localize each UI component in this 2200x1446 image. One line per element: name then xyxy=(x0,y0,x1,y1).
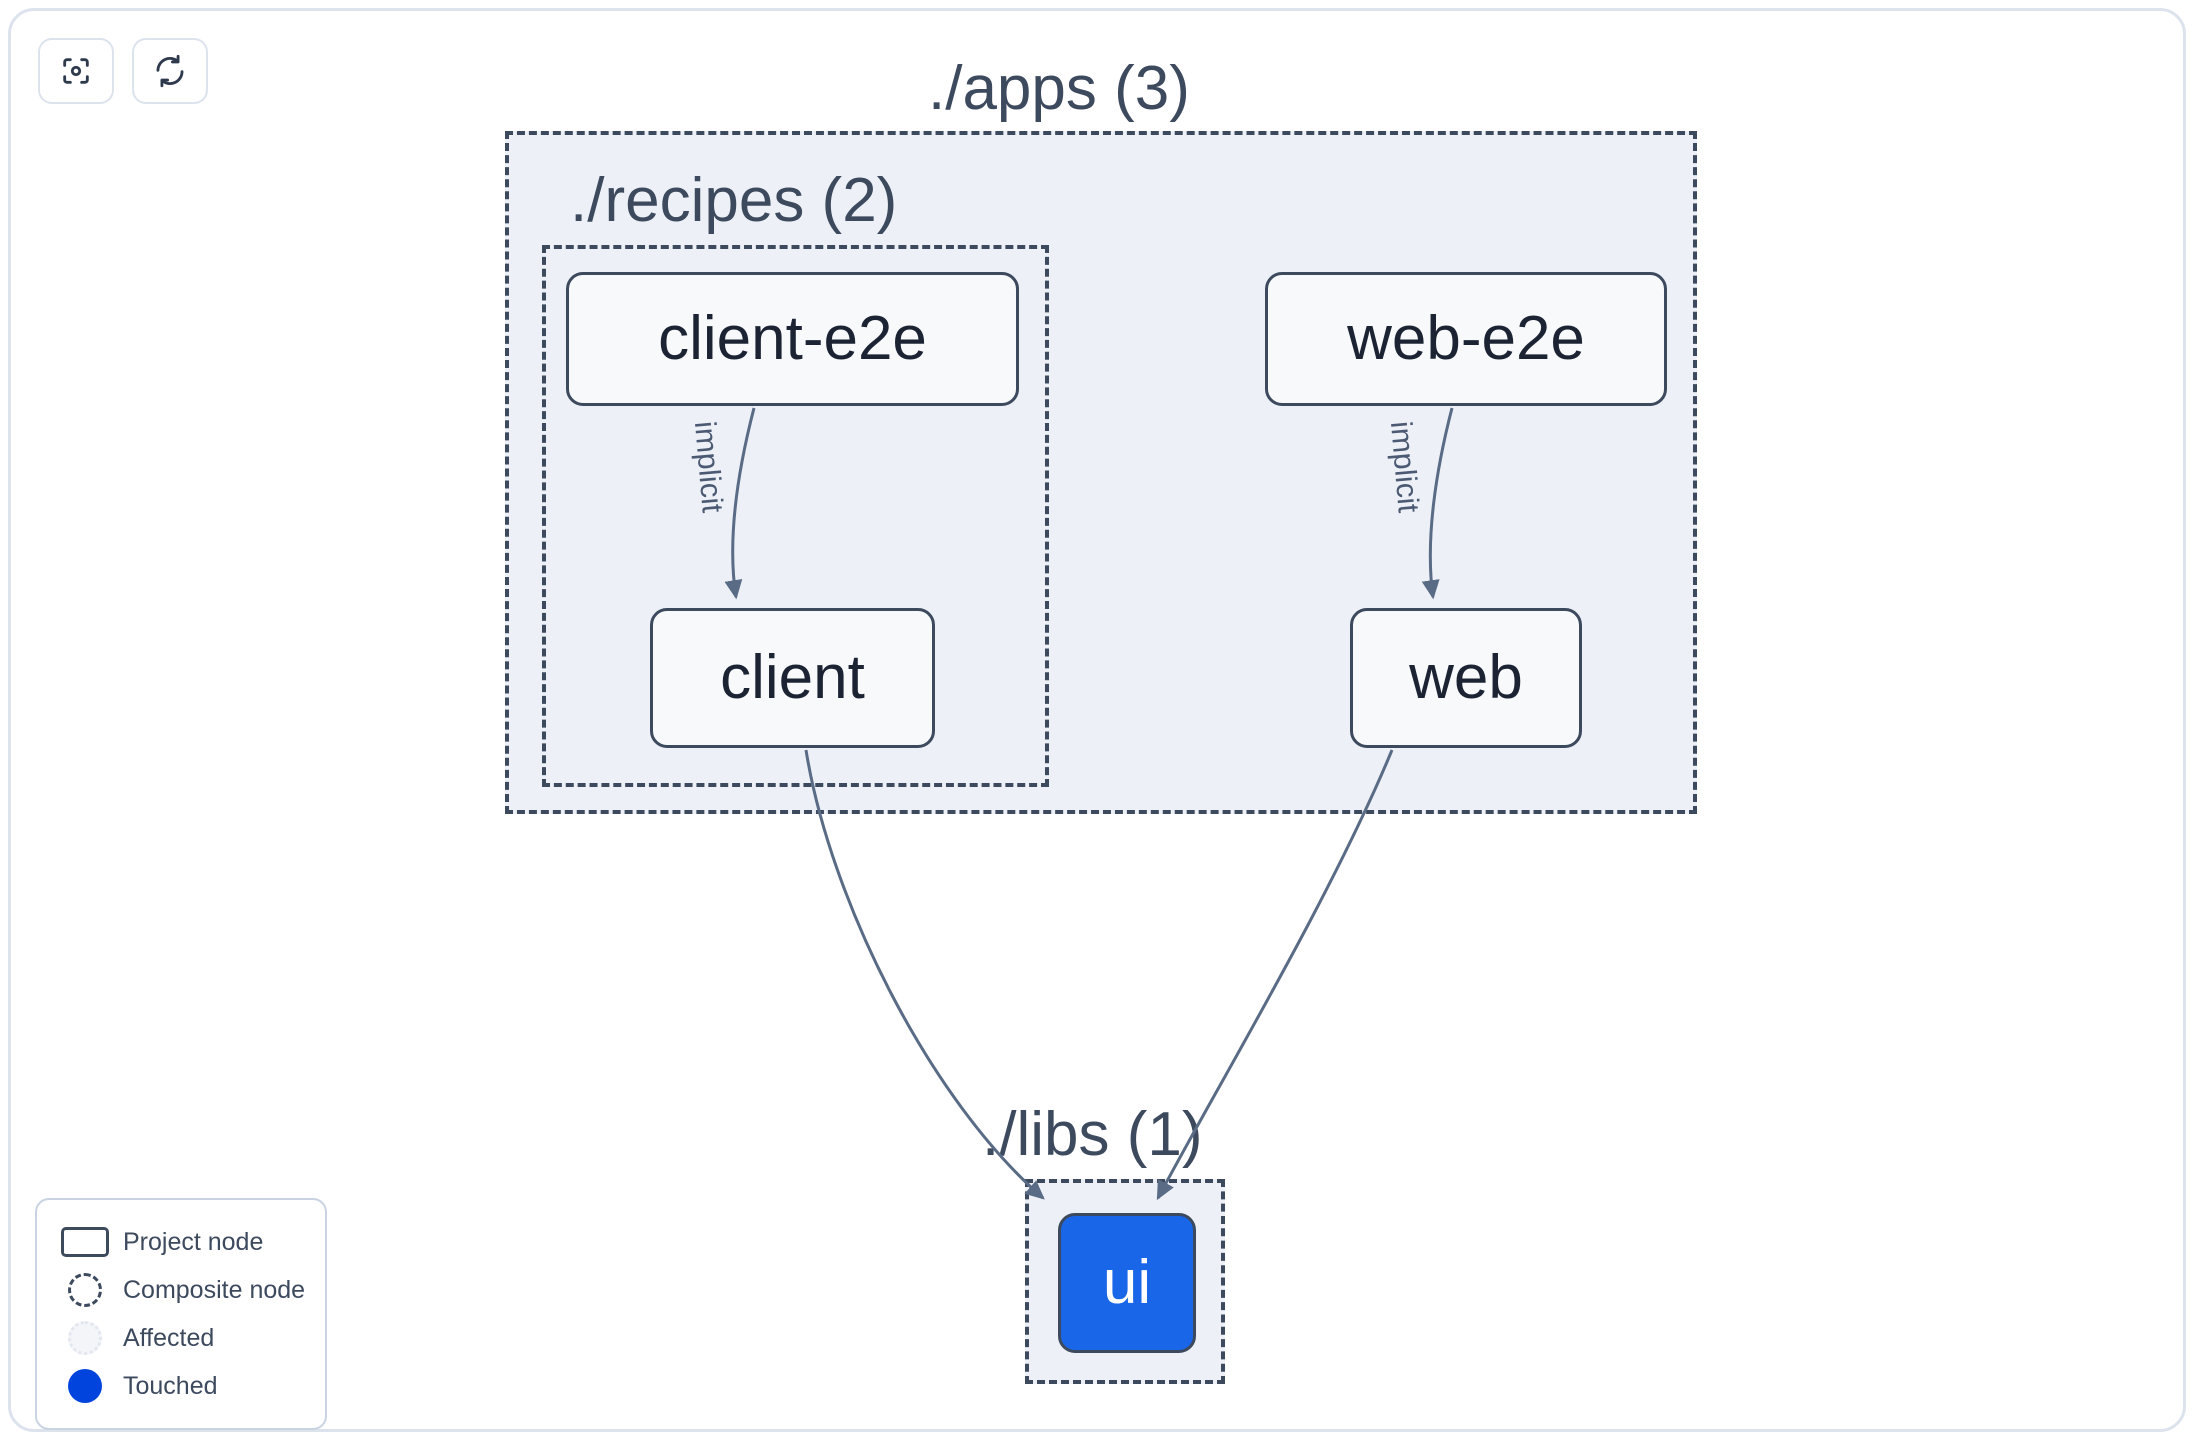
graph-legend: Project node Composite node Affected Tou… xyxy=(35,1198,327,1430)
legend-label-composite-node: Composite node xyxy=(123,1275,306,1304)
group-label-recipes: ./recipes (2) xyxy=(570,166,898,235)
project-node-swatch xyxy=(57,1227,113,1257)
composite-node-swatch xyxy=(57,1273,113,1307)
group-label-libs: ./libs (1) xyxy=(982,1100,1203,1169)
project-node-ui[interactable]: ui xyxy=(1058,1213,1196,1353)
graph-toolbar xyxy=(38,38,208,104)
focus-graph-button[interactable] xyxy=(38,38,114,104)
project-node-web-e2e[interactable]: web-e2e xyxy=(1265,272,1667,406)
project-node-client[interactable]: client xyxy=(650,608,935,748)
edge-label-web-e2e-web: implicit xyxy=(1383,419,1425,515)
affected-swatch xyxy=(57,1321,113,1355)
legend-item-project-node: Project node xyxy=(57,1218,305,1266)
group-label-apps: ./apps (3) xyxy=(928,54,1190,123)
focus-target-icon xyxy=(59,54,93,88)
legend-label-affected: Affected xyxy=(123,1323,215,1352)
legend-item-affected: Affected xyxy=(57,1314,305,1362)
legend-label-touched: Touched xyxy=(123,1371,218,1400)
project-node-client-e2e[interactable]: client-e2e xyxy=(566,272,1019,406)
refresh-graph-button[interactable] xyxy=(132,38,208,104)
legend-item-touched: Touched xyxy=(57,1362,305,1410)
legend-label-project-node: Project node xyxy=(123,1227,264,1256)
refresh-icon xyxy=(153,54,187,88)
edge-label-client-e2e-client: implicit xyxy=(687,419,729,515)
touched-swatch xyxy=(57,1369,113,1403)
project-node-web[interactable]: web xyxy=(1350,608,1582,748)
legend-item-composite-node: Composite node xyxy=(57,1266,305,1314)
